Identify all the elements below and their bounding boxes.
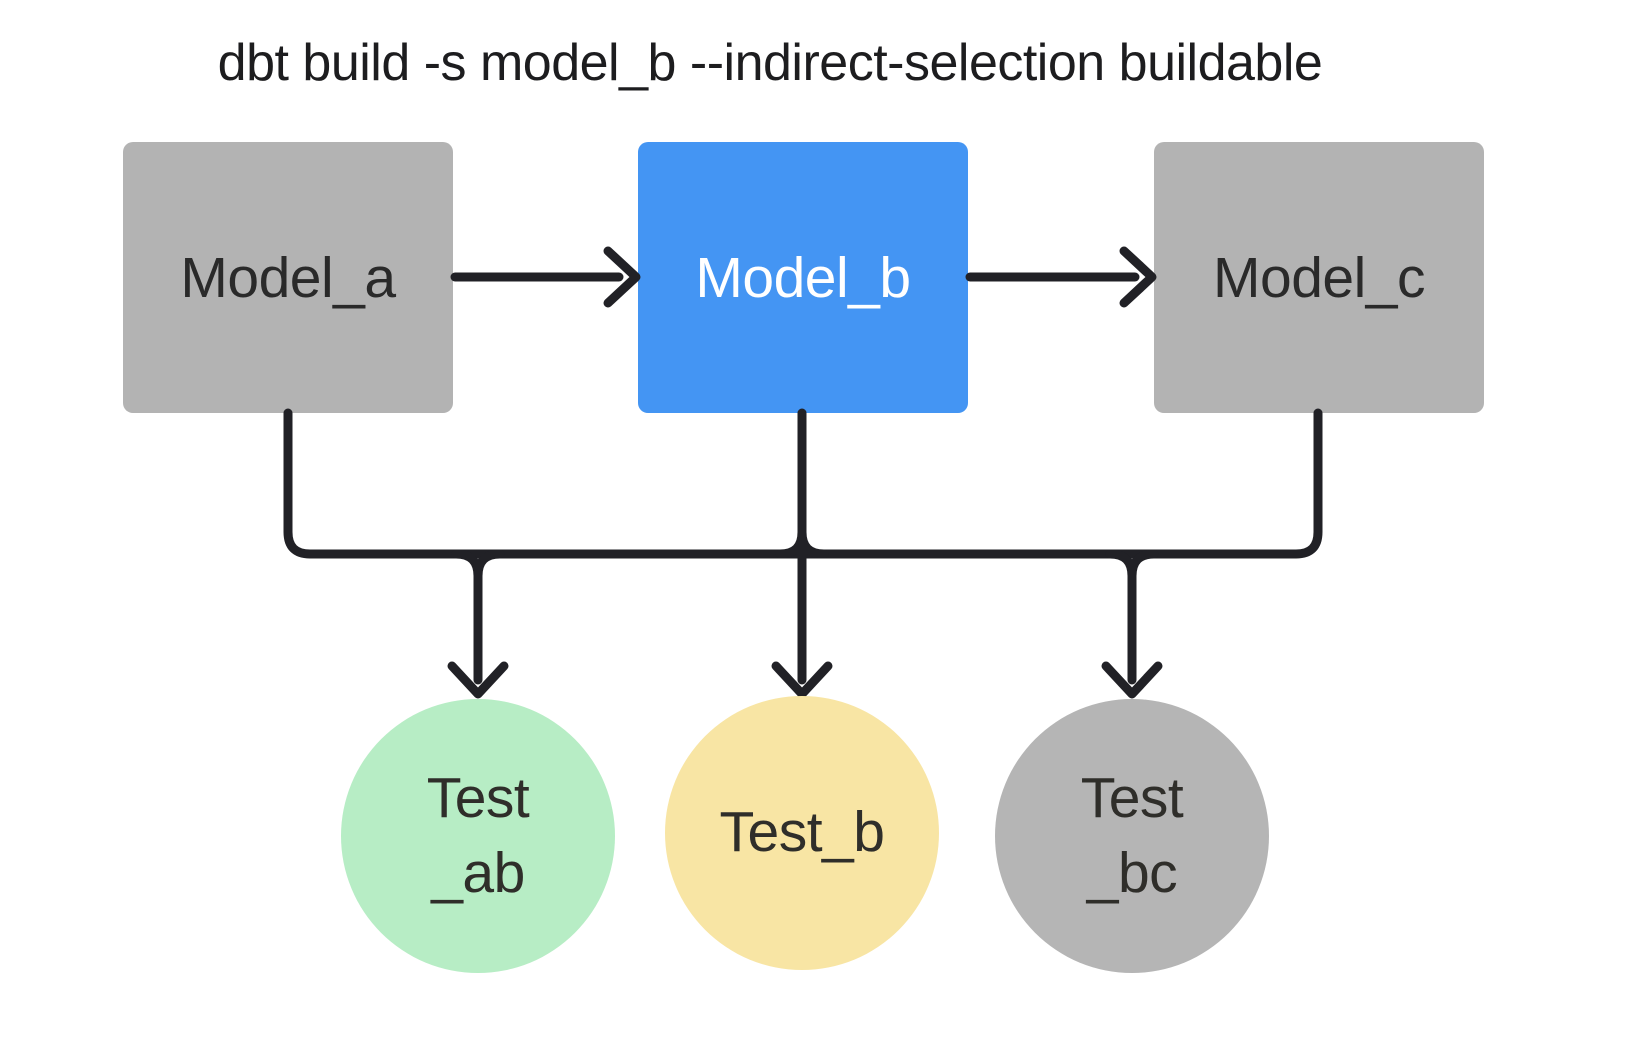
node-model-a: Model_a [123, 142, 453, 413]
node-test-bc-label-line1: Test [1080, 765, 1184, 830]
edge-drop-test-ab [451, 549, 505, 685]
arrowhead-right-icon [1119, 246, 1157, 308]
node-model-b-label: Model_b [695, 245, 911, 310]
node-test-bc: Test _bc [995, 699, 1269, 973]
node-test-ab: Test _ab [341, 699, 615, 973]
node-model-a-label: Model_a [180, 245, 396, 310]
node-test-b-label-line1: Test_b [719, 800, 885, 865]
edge-model-b-to-test-b [775, 408, 829, 685]
diagram-title: dbt build -s model_b --indirect-selectio… [217, 34, 1323, 92]
node-model-b: Model_b [638, 142, 968, 413]
arrowhead-right-icon [603, 246, 641, 308]
node-test-b: Test_b [665, 696, 939, 970]
arrowhead-down-icon [1101, 661, 1163, 699]
arrowhead-down-icon [447, 661, 509, 699]
arrowhead-down-icon [771, 661, 833, 699]
edge-bus-rail [283, 408, 1323, 559]
node-model-c: Model_c [1154, 142, 1484, 413]
node-model-c-label: Model_c [1213, 245, 1425, 310]
node-test-b-label: Test_b [720, 795, 885, 870]
node-test-ab-label: Test _ab [427, 761, 530, 911]
node-test-ab-label-line1: Test [426, 765, 530, 830]
edge-drop-test-bc [1105, 549, 1159, 685]
node-test-ab-label-line2: _ab [431, 841, 525, 905]
node-test-bc-label-line2: _bc [1086, 841, 1178, 905]
node-test-bc-label: Test _bc [1081, 761, 1184, 911]
